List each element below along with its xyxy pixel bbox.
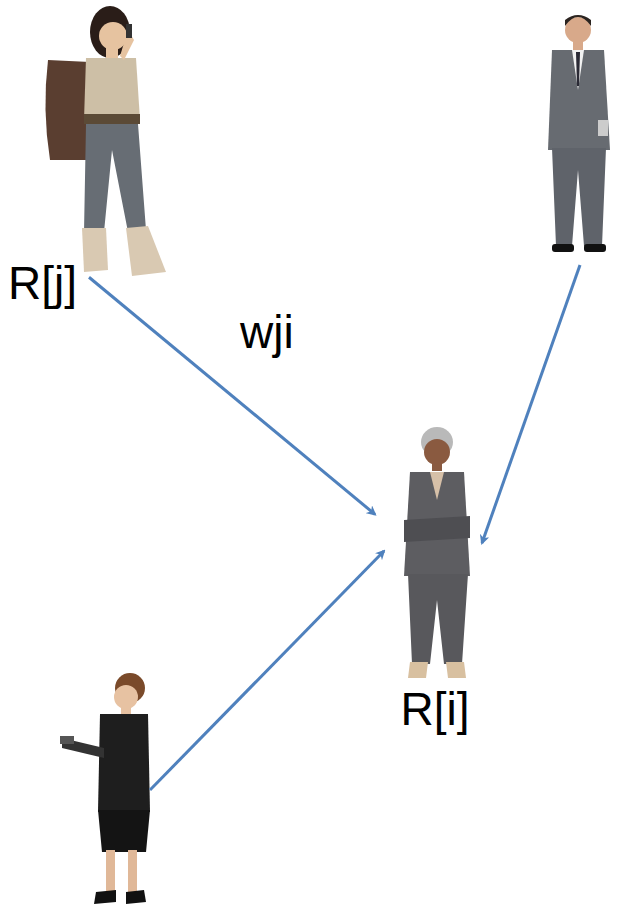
person-label: R[i] xyxy=(401,684,470,735)
weight-label: wji xyxy=(238,307,296,358)
influence-arrow xyxy=(150,551,384,790)
influence-arrow xyxy=(482,265,580,543)
man-figure xyxy=(548,15,610,252)
person-node: R[i] xyxy=(378,420,492,735)
girl-figure xyxy=(45,6,166,276)
woman-figure xyxy=(404,427,470,678)
person-node: R[j] xyxy=(8,258,85,309)
person-label: R[j] xyxy=(8,258,77,309)
woman-figure xyxy=(60,673,150,904)
influence-arrow xyxy=(89,277,375,514)
